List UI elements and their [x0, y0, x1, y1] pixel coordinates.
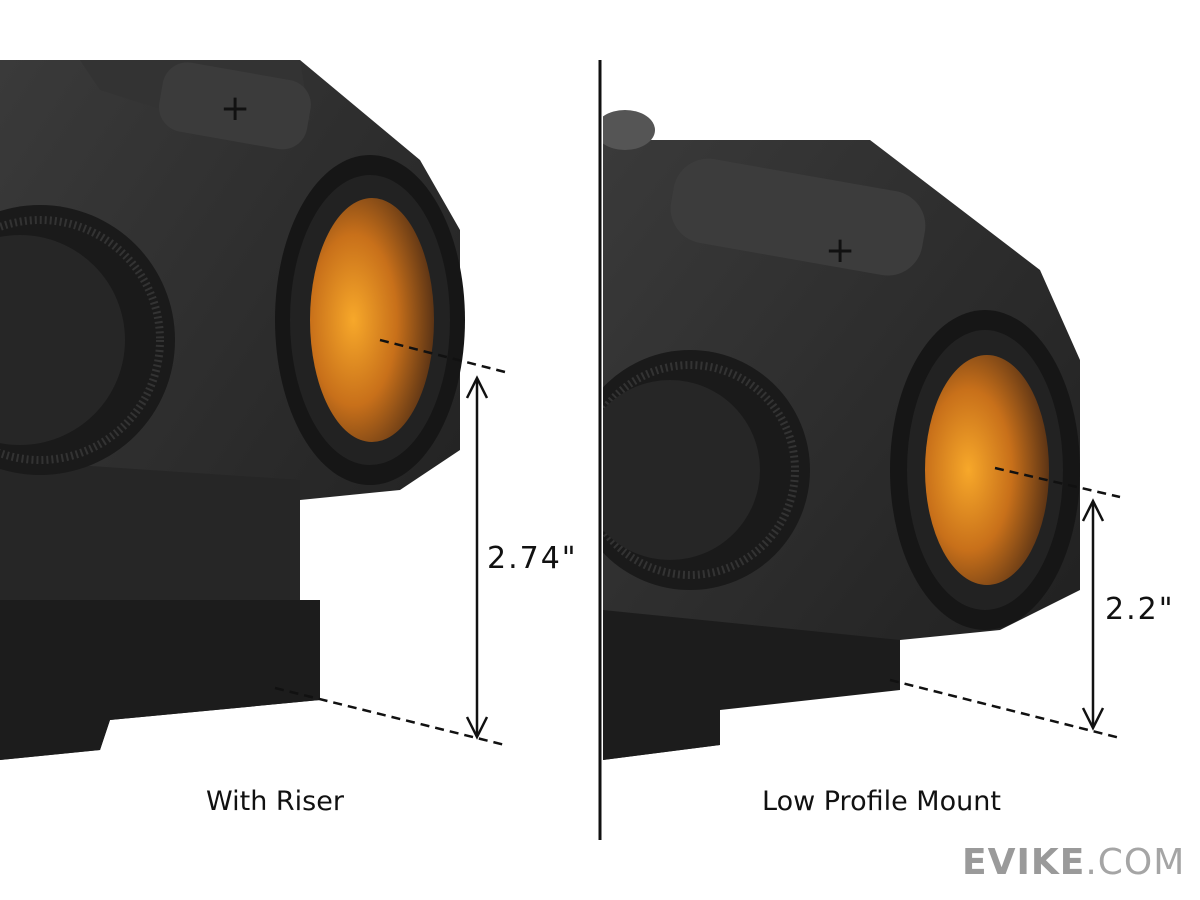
height-label-riser: 2.74": [487, 541, 578, 576]
evike-logo: EVIKE.COM: [962, 842, 1185, 883]
scope-low-profile: +: [603, 110, 1080, 760]
svg-text:+: +: [220, 88, 250, 129]
measurement-right: [889, 466, 1121, 740]
measurement-left: [274, 338, 506, 747]
svg-text:+: +: [825, 230, 855, 271]
logo-brand: EVIKE: [962, 842, 1086, 883]
height-label-low-profile: 2.2": [1105, 592, 1175, 627]
caption-low-profile: Low Profile Mount: [762, 786, 1001, 817]
scope-with-riser: +: [0, 60, 465, 760]
caption-with-riser: With Riser: [206, 786, 344, 817]
logo-suffix: .COM: [1085, 842, 1186, 883]
